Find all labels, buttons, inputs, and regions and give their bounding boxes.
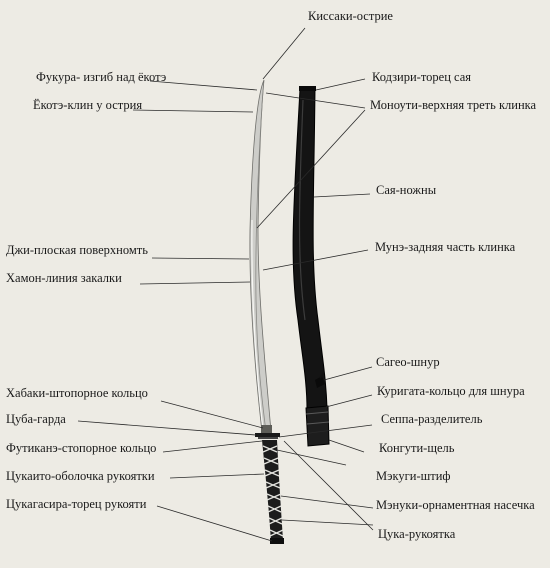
blade-hamon-edge xyxy=(251,219,264,431)
label-habaki: Хабаки-штопорное кольцо xyxy=(6,386,148,400)
label-mune: Мунэ-задняя часть клинка xyxy=(375,240,516,254)
saya-scabbard xyxy=(292,86,330,447)
leader-tsukagashira xyxy=(156,505,273,542)
saya-body xyxy=(292,87,328,411)
label-fukura: Фукура- изгиб над ёкотэ xyxy=(36,70,167,84)
tsukaito-wrap-pattern xyxy=(262,445,284,537)
leader-habaki xyxy=(160,400,264,429)
koiguchi-ring-2 xyxy=(306,421,330,425)
blade-shinogi xyxy=(255,89,267,433)
leader-sageo xyxy=(323,366,373,381)
tsuka-handle xyxy=(262,440,284,544)
leader-menuki xyxy=(280,495,374,509)
label-mekugi: Мэкуги-штиф xyxy=(376,469,451,483)
leader-tsuka xyxy=(281,519,374,526)
leader-kurigata xyxy=(325,394,373,408)
saya-highlight xyxy=(298,99,306,321)
label-kurigata: Куригата-кольцо для шнура xyxy=(377,384,525,398)
koiguchi-ring xyxy=(305,411,329,415)
leader-tsukaito xyxy=(169,473,265,479)
tsukagashira-cap xyxy=(270,538,284,544)
leader-monouchi-2 xyxy=(256,109,366,229)
leader-koijiri xyxy=(315,78,366,91)
leader-mune xyxy=(262,249,369,271)
label-yokote: Ёкотэ-клин у острия xyxy=(33,98,143,112)
leader-fukura xyxy=(149,80,258,91)
habaki-collar xyxy=(261,425,272,434)
label-ji: Джи-плоская поверхномть xyxy=(6,243,148,257)
label-fuchikane: Футиканэ-стопорное кольцо xyxy=(6,441,157,455)
leader-saya xyxy=(313,193,371,198)
leader-mekugi xyxy=(276,449,347,466)
label-saya: Сая-ножны xyxy=(376,183,437,197)
label-tsuka: Цука-рукоятка xyxy=(378,527,456,541)
label-sageo: Сагео-шнур xyxy=(376,355,440,369)
leader-hamon xyxy=(139,281,251,285)
tsuba-guard xyxy=(255,433,280,437)
leader-tsuka-2 xyxy=(283,440,374,531)
label-koiguchi: Конгути-щель xyxy=(379,441,455,455)
label-hamon: Хамон-линия закалки xyxy=(6,271,122,285)
label-seppa: Сеппа-разделитель xyxy=(381,412,483,426)
label-tsuba: Цуба-гарда xyxy=(6,412,66,426)
leader-tsuba xyxy=(77,420,257,436)
label-kissaki: Киссаки-острие xyxy=(308,9,393,23)
leader-fuchikane xyxy=(162,440,263,453)
leader-ji xyxy=(151,257,250,260)
label-koijiri: Кодзири-торец сая xyxy=(372,70,472,84)
kurigata-knob xyxy=(315,376,325,388)
tsuka-core xyxy=(262,440,283,542)
label-tsukaito: Цукаито-оболочка рукоятки xyxy=(6,469,155,483)
leader-seppa xyxy=(278,424,373,438)
katana-blade xyxy=(249,79,280,439)
leader-lines xyxy=(77,27,374,542)
leader-monouchi-1 xyxy=(265,92,366,109)
label-menuki: Мэнуки-орнаментная насечка xyxy=(376,498,535,512)
leader-kissaki xyxy=(262,27,306,80)
leader-koiguchi xyxy=(328,439,365,453)
seppa-washer xyxy=(258,437,278,439)
sageo-cord-end xyxy=(319,371,325,379)
watermark-icon xyxy=(524,4,544,14)
label-tsukagashira: Цукагасира-торец рукояти xyxy=(6,497,147,511)
koijiri-cap xyxy=(299,86,316,91)
leader-yokote xyxy=(132,109,254,113)
label-monouchi: Моноути-верхняя треть клинка xyxy=(370,98,537,112)
